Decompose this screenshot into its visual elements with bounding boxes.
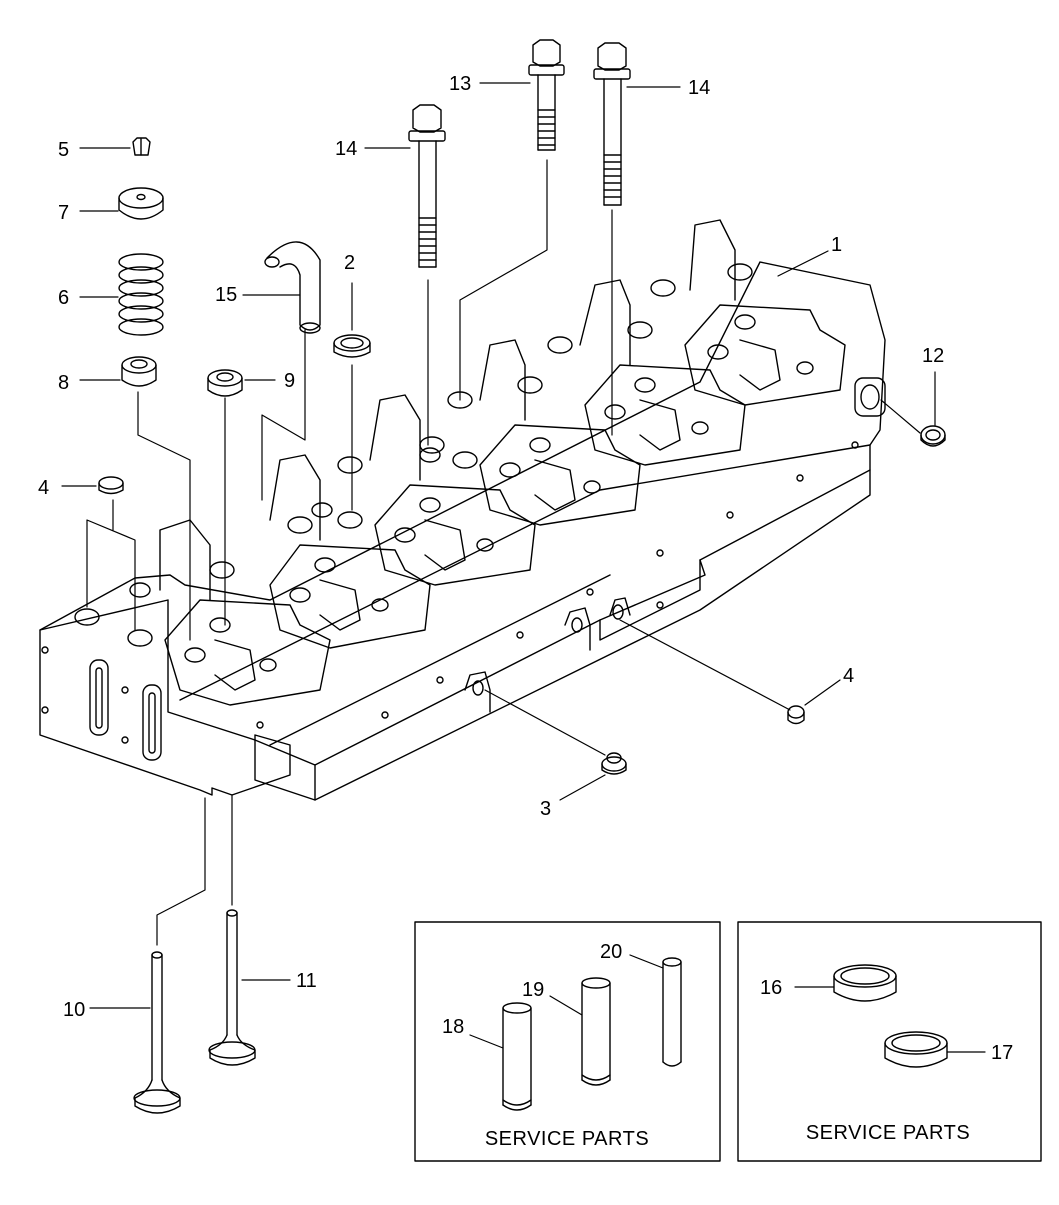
sealing-ring-2[interactable] <box>333 334 371 358</box>
plug-4-left[interactable] <box>98 476 124 495</box>
callout-5: 5 <box>58 139 69 161</box>
valve-stem-seal-9[interactable] <box>207 369 243 397</box>
callout-4-left: 4 <box>38 477 49 499</box>
callout-12: 12 <box>922 345 944 367</box>
head-bolt-13[interactable] <box>528 39 565 151</box>
callout-14-right: 14 <box>688 77 710 99</box>
callout-14-left: 14 <box>335 138 357 160</box>
valve-spring-6[interactable] <box>118 253 164 336</box>
callout-19: 19 <box>522 979 544 1001</box>
head-bolt-14-left[interactable] <box>408 104 446 268</box>
valve-guide-20[interactable] <box>662 957 682 1067</box>
callout-2: 2 <box>344 252 355 274</box>
cylinder-head[interactable] <box>39 219 886 801</box>
plug-3[interactable] <box>601 752 627 775</box>
callout-labels: 1 2 3 4 4 5 6 7 8 9 10 11 12 13 14 14 15… <box>38 73 1013 1064</box>
callout-11: 11 <box>296 970 317 992</box>
service-parts-label-seats: SERVICE PARTS <box>806 1122 970 1144</box>
callout-1: 1 <box>831 234 842 256</box>
valve-collet-5[interactable] <box>132 137 151 156</box>
leader-lines <box>61 82 936 1009</box>
service-parts-label-guides: SERVICE PARTS <box>485 1128 649 1150</box>
callout-20: 20 <box>600 941 622 963</box>
callout-10: 10 <box>63 999 85 1021</box>
callout-13: 13 <box>449 73 471 95</box>
breather-hose-15[interactable] <box>264 241 321 334</box>
valve-seat-16[interactable] <box>833 964 897 1002</box>
plug-4-right[interactable] <box>787 705 805 725</box>
exhaust-valve-10[interactable] <box>133 951 181 1114</box>
callout-18: 18 <box>442 1016 464 1038</box>
callout-9: 9 <box>284 370 295 392</box>
callout-17: 17 <box>991 1042 1013 1064</box>
intake-valve-11[interactable] <box>208 909 256 1066</box>
valve-guide-19[interactable] <box>581 977 611 1086</box>
service-parts-box-seats <box>737 921 1042 1162</box>
callout-4-right: 4 <box>843 665 854 687</box>
service-parts-box-guides <box>414 921 721 1162</box>
head-bolt-14-right[interactable] <box>593 42 631 206</box>
callout-3: 3 <box>540 798 551 820</box>
callout-16: 16 <box>760 977 782 999</box>
plug-12[interactable] <box>920 425 946 447</box>
valve-stem-seal-8[interactable] <box>121 356 157 387</box>
callout-15: 15 <box>215 284 237 306</box>
valve-seat-17[interactable] <box>884 1031 948 1068</box>
callout-6: 6 <box>58 287 69 309</box>
callout-8: 8 <box>58 372 69 394</box>
spring-retainer-7[interactable] <box>118 187 164 220</box>
callout-7: 7 <box>58 202 69 224</box>
valve-guide-18[interactable] <box>502 1002 532 1111</box>
